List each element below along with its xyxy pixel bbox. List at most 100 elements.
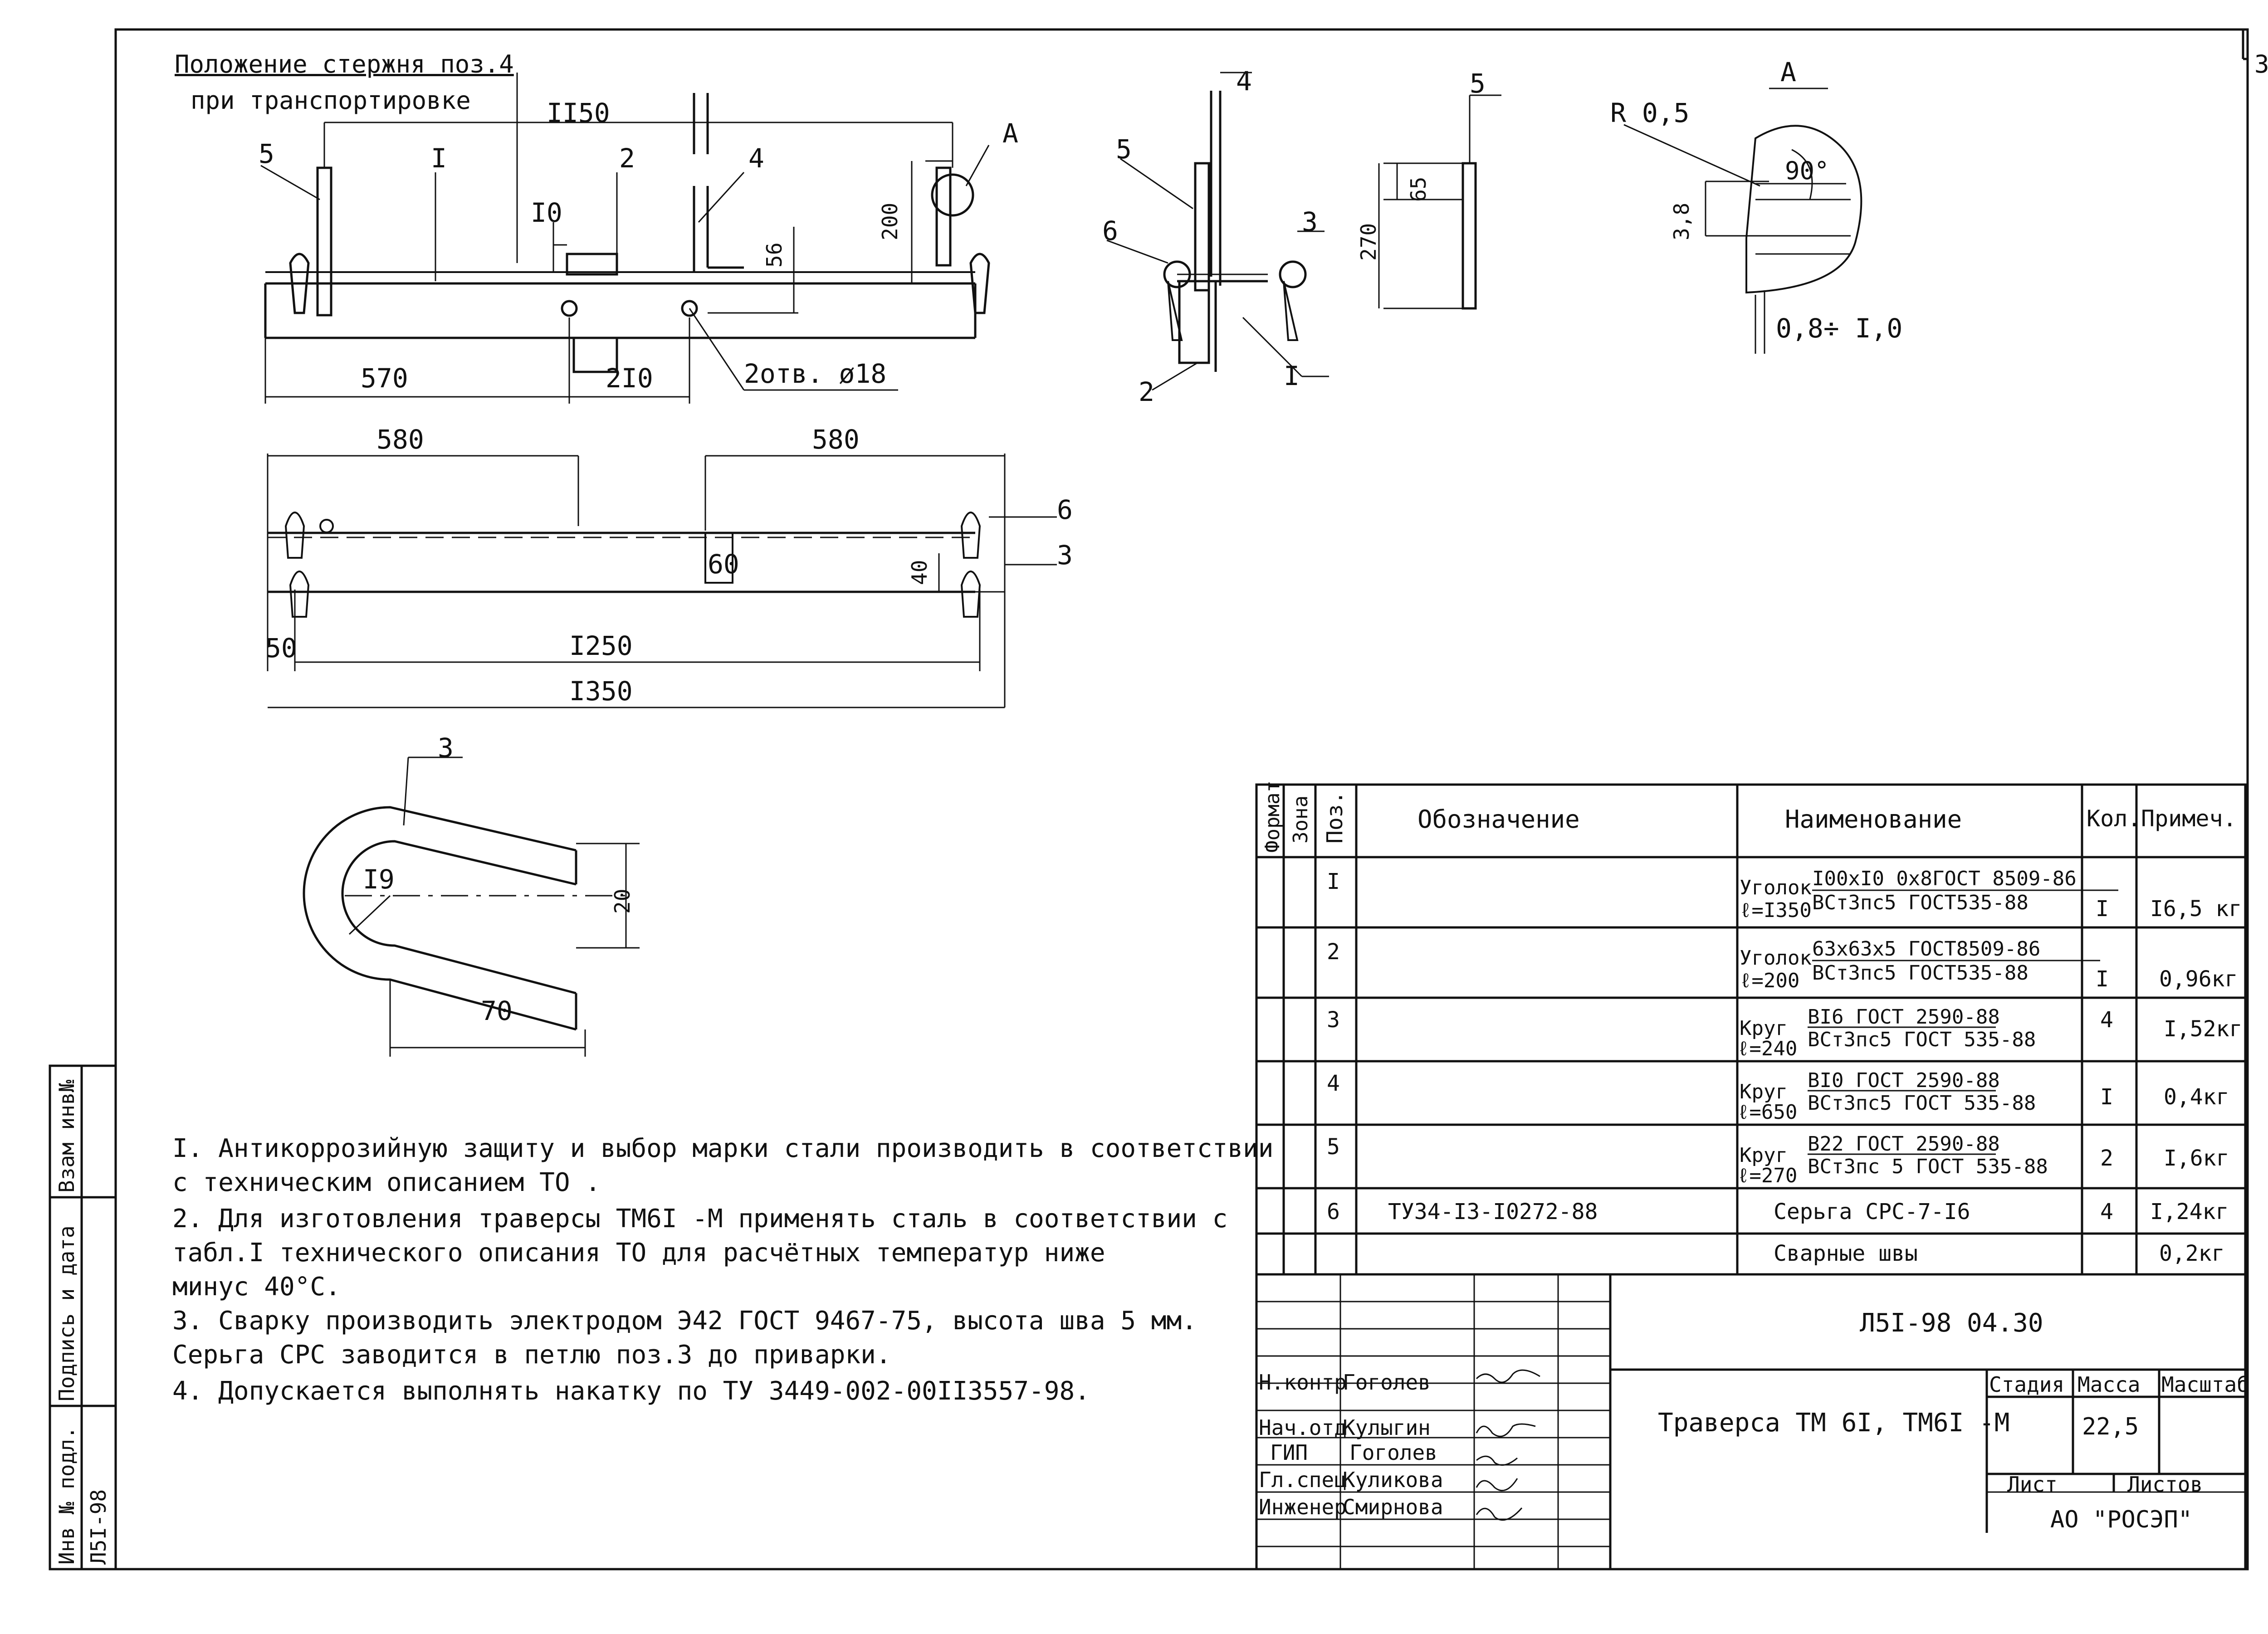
row-name-num: B22 ГОСТ 2590-88 <box>1808 1132 2000 1156</box>
row-name-len: ℓ=I350 <box>1740 899 1812 922</box>
row-qty: I <box>2096 966 2109 992</box>
transport-note-line2: при транспортировке <box>191 86 471 115</box>
dim-65: 65 <box>1406 176 1431 202</box>
row-name-den: ВСт3пс 5 ГОСТ 535-88 <box>1808 1155 2048 1178</box>
sig-name: Смирнова <box>1343 1495 1443 1519</box>
dim-60: 60 <box>708 549 739 580</box>
note-line: 2. Для изготовления траверсы ТМ6I -М при… <box>172 1204 1228 1234</box>
dim-200: 200 <box>878 202 902 240</box>
sig-role: Нач.отд <box>1259 1415 1347 1440</box>
side-callout-3: 3 <box>1302 206 1318 237</box>
row-name-len: ℓ=240 <box>1737 1037 1798 1060</box>
dim-580-left: 580 <box>376 424 424 455</box>
dim-70: 70 <box>481 995 513 1026</box>
dim-40: 40 <box>907 560 932 585</box>
doc-code: Л5I-98 04.30 <box>1860 1308 2043 1338</box>
dim-3-8: 3,8 <box>1669 202 1694 240</box>
header-designation: Обозначение <box>1418 805 1580 834</box>
row-pos: 5 <box>1327 1134 1340 1160</box>
bend-callout-3: 3 <box>438 732 454 763</box>
doc-title: Траверса ТМ 6I, ТМ6I -М <box>1658 1408 2010 1438</box>
row-name-num: I00xI0 0x8ГОСТ 8509-86 <box>1812 867 2077 890</box>
dim-210: 2I0 <box>606 363 653 394</box>
row-note: 0,2кг <box>2159 1241 2225 1266</box>
dim-0-8: 0,8÷ I,0 <box>1776 313 1903 344</box>
dim-1350: I350 <box>569 676 633 707</box>
left-strip-vzam: Взам инв№ <box>54 1079 79 1193</box>
sig-role: Инженер <box>1259 1495 1347 1519</box>
pos5-callout: 5 <box>1470 68 1486 99</box>
row-name-prefix: Круг <box>1740 1017 1788 1040</box>
row-note: I,6кг <box>2164 1146 2229 1171</box>
dim-20: 20 <box>610 888 635 914</box>
header-note: Примеч. <box>2141 805 2237 832</box>
row-name-den: ВСт3пс5 ГОСТ535-88 <box>1812 961 2028 985</box>
callout-3: 3 <box>1057 540 1073 571</box>
stage-label: Стадия <box>1989 1372 2065 1397</box>
row-name-len: ℓ=270 <box>1737 1164 1798 1187</box>
org-name: АО "РОСЭП" <box>2050 1506 2193 1533</box>
sig-role: Гл.спец <box>1259 1468 1347 1492</box>
row-designation: ТУ34-I3-I0272-88 <box>1388 1199 1598 1224</box>
header-name: Наименование <box>1785 805 1962 834</box>
row-name-num: BI0 ГОСТ 2590-88 <box>1808 1069 2000 1092</box>
row-pos: 3 <box>1327 1007 1340 1033</box>
sheet-label: Лист <box>2007 1472 2058 1497</box>
row-note: 0,96кг <box>2159 966 2238 992</box>
note-line: I. Антикоррозийную защиту и выбор марки … <box>172 1134 1274 1163</box>
row-name-prefix: Сварные швы <box>1774 1241 1918 1266</box>
side-callout-2: 2 <box>1139 376 1154 407</box>
dim-1250: I250 <box>569 630 633 661</box>
row-note: 0,4кг <box>2164 1084 2229 1110</box>
row-qty: I <box>2096 896 2109 922</box>
row-name-den: ВСт3пс5 ГОСТ535-88 <box>1812 891 2028 914</box>
row-pos: I <box>1327 869 1340 894</box>
row-note: I,24кг <box>2150 1199 2229 1224</box>
note-line: 4. Допускается выполнять накатку по ТУ 3… <box>172 1376 1090 1406</box>
sig-name: Куликова <box>1343 1468 1443 1492</box>
row-pos: 6 <box>1327 1199 1340 1224</box>
mass-label: Масса <box>2077 1372 2141 1397</box>
row-note: I6,5 кг <box>2150 896 2242 922</box>
sig-name: Кулыгин <box>1343 1415 1431 1440</box>
row-qty: 2 <box>2100 1146 2113 1171</box>
dim-r19: I9 <box>363 864 395 895</box>
dim-570: 570 <box>361 363 408 394</box>
holes-note: 2отв. ø18 <box>744 358 887 389</box>
sheets-label: Листов <box>2127 1472 2203 1497</box>
left-strip-code: Л5I-98 <box>86 1489 111 1565</box>
dim-270: 270 <box>1356 223 1381 261</box>
row-name-prefix: Серьга СРС-7-I6 <box>1774 1199 1970 1224</box>
row-name-num: BI6 ГОСТ 2590-88 <box>1808 1005 2000 1029</box>
sig-name: Гоголев <box>1343 1370 1431 1395</box>
side-callout-1: I <box>1284 361 1300 391</box>
view-a-title: А <box>1780 57 1796 88</box>
row-name-prefix: Уголок <box>1740 946 1812 970</box>
sig-name: Гоголев <box>1349 1440 1437 1465</box>
row-name-prefix: Круг <box>1740 1080 1788 1103</box>
note-line: табл.I технического описания ТО для расч… <box>172 1238 1105 1268</box>
header-qty: Кол. <box>2087 805 2141 832</box>
row-pos: 4 <box>1327 1071 1340 1096</box>
row-name-den: ВСт3пс5 ГОСТ 535-88 <box>1808 1028 2036 1051</box>
sheet-number: 36 <box>2254 50 2268 78</box>
callout-6: 6 <box>1057 494 1073 525</box>
signature-scribbles <box>1476 1369 1540 1521</box>
spec-table-grid <box>1255 783 2247 1571</box>
row-qty: 4 <box>2100 1199 2113 1224</box>
left-strip-inv-no: Инв № подл. <box>54 1426 79 1565</box>
note-line: 3. Сварку производить электродом Э42 ГОС… <box>172 1306 1197 1336</box>
row-name-num: 63x63x5 ГОСТ8509-86 <box>1812 937 2041 961</box>
dim-10: I0 <box>531 197 562 228</box>
dim-56: 56 <box>762 242 787 268</box>
front-view <box>260 73 990 404</box>
row-name-len: ℓ=650 <box>1737 1101 1798 1124</box>
callout-1: I <box>431 143 447 174</box>
note-line: минус 40°С. <box>172 1272 341 1302</box>
callout-4: 4 <box>748 143 764 174</box>
callout-2: 2 <box>619 143 635 174</box>
header-zone: Зона <box>1289 795 1312 844</box>
row-qty: 4 <box>2100 1007 2113 1033</box>
sig-role: Н.контр <box>1259 1370 1347 1395</box>
